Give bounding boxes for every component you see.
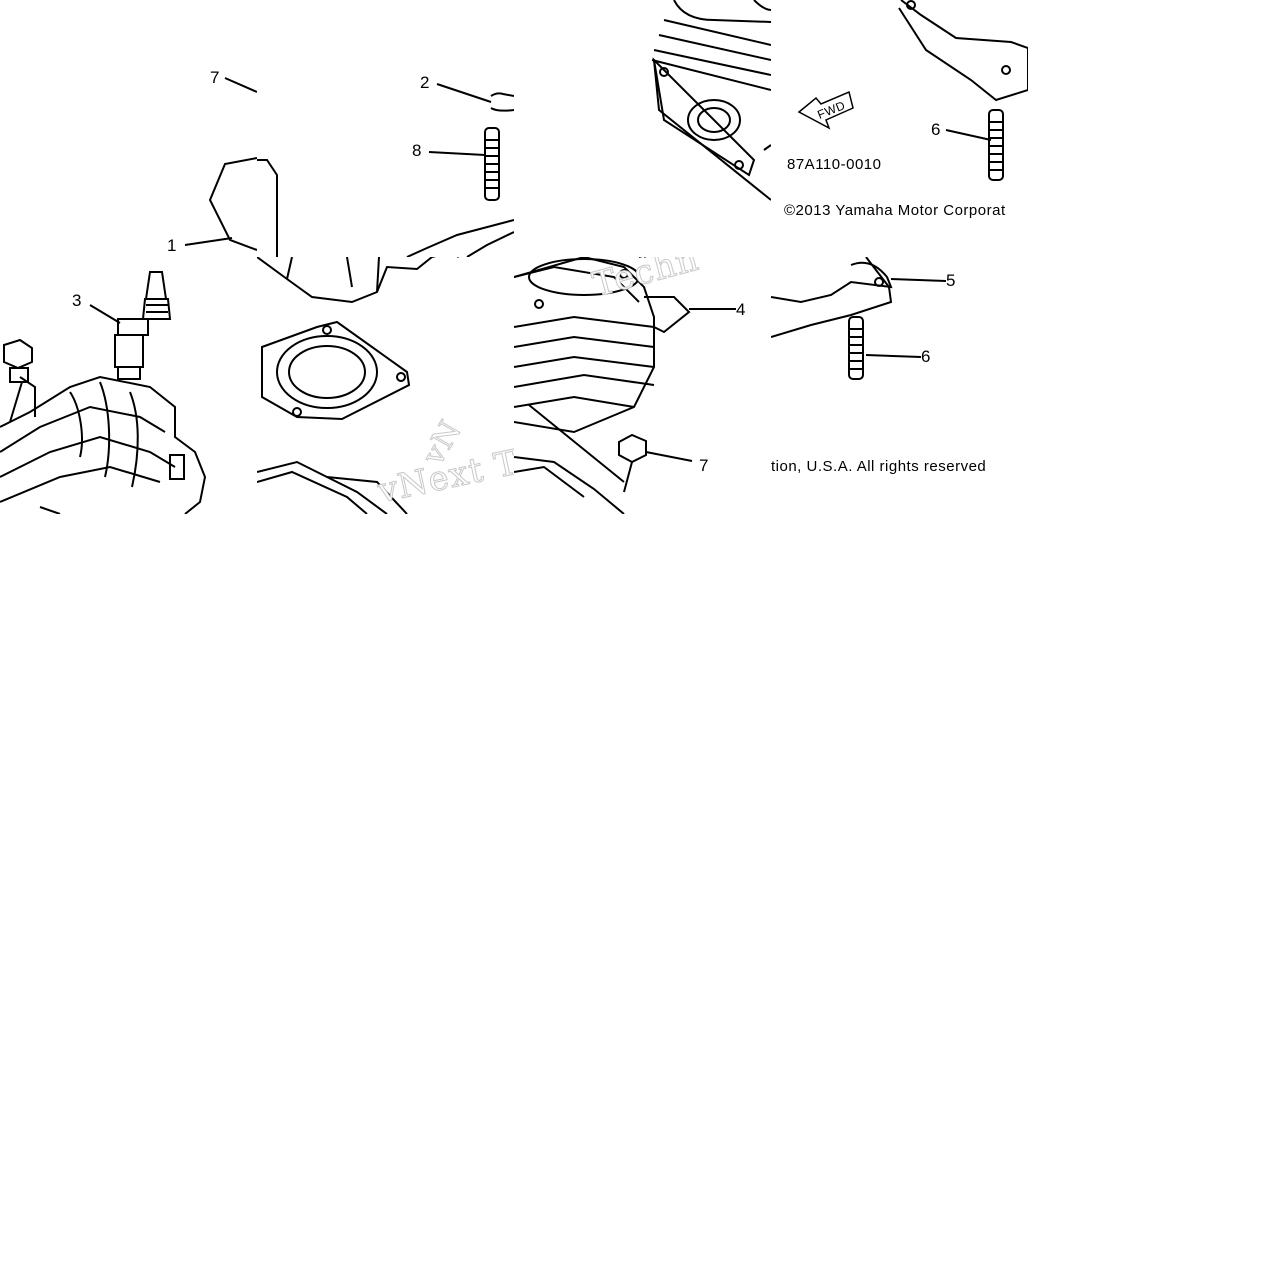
tile-base-gasket: FWD 6 87A110-0010 ©2013 Yamaha Motor Cor…	[771, 0, 1028, 257]
spark-plug-drawing	[0, 271, 207, 514]
callout-3: 3	[72, 291, 82, 310]
copyright-line-2: tion, U.S.A. All rights reserved	[771, 458, 987, 475]
tile-base-gasket-lower: 5 6 tion, U.S.A. All rights reserved	[771, 257, 1028, 514]
tile-cylinder: 4 7 Techn	[514, 257, 771, 514]
part-code: 87A110-0010	[787, 156, 882, 173]
cylinder-head-drawing	[184, 77, 257, 251]
cylinder-drawing	[514, 257, 736, 514]
callout-4: 4	[736, 300, 746, 319]
callout-8: 8	[412, 141, 422, 160]
tile-cylinder-head: 7 1	[0, 0, 257, 257]
callout-6b: 6	[921, 347, 931, 366]
tile-gasket: vNext Te	[257, 257, 514, 514]
callout-5: 5	[946, 271, 956, 290]
callout-7b: 7	[699, 456, 709, 475]
copyright-line-1: ©2013 Yamaha Motor Corporat	[784, 202, 1006, 219]
tile-cover-stud: 2 8	[257, 0, 514, 257]
callout-7: 7	[210, 68, 220, 87]
gasket-drawing	[257, 257, 460, 514]
callout-6: 6	[931, 120, 941, 139]
callout-1: 1	[167, 236, 177, 255]
tile-spark-plug: 3	[0, 257, 257, 514]
base-gasket-lower-drawing	[771, 257, 947, 380]
callout-2: 2	[420, 73, 430, 92]
cover-stud-drawing	[257, 83, 514, 257]
tile-cylinder-top	[514, 0, 771, 257]
cylinder-top-drawing	[651, 0, 771, 201]
base-gasket-drawing	[797, 0, 1028, 181]
